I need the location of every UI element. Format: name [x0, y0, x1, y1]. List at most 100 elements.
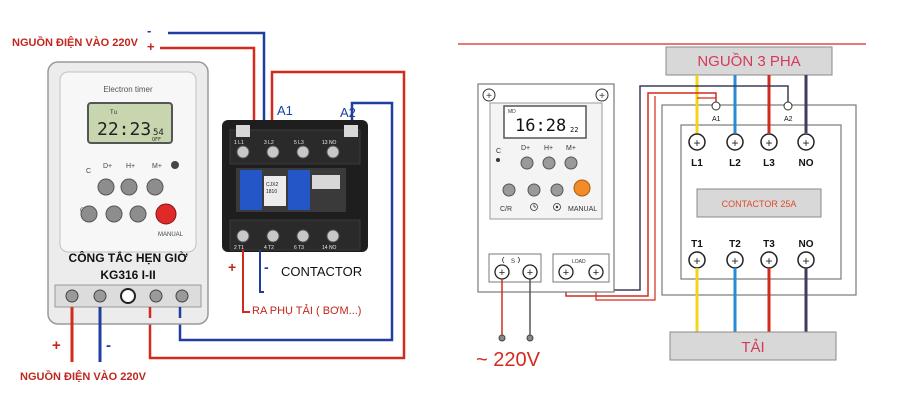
timer-button-manual[interactable] [155, 203, 177, 225]
schematic-btn-label-c: C [496, 148, 501, 155]
terminal-no-out-plus: + [802, 254, 809, 268]
wire-top-neutral [168, 31, 266, 128]
timer-button-program[interactable] [129, 205, 147, 223]
supply-bracket-icon [502, 256, 520, 264]
contactor-term-bottom-4: 14 NO [322, 245, 337, 251]
load-box [669, 331, 837, 361]
terminal-t3-label: T3 [763, 239, 775, 250]
coil-a1-label: A1 [712, 116, 721, 123]
timer-terminal-1 [65, 289, 79, 303]
lcd-day: Tu [110, 109, 118, 116]
terminal-no-out-label: NO [799, 239, 814, 250]
load-box-label: TẢI [741, 339, 764, 356]
terminal-l3-plus: + [765, 136, 772, 150]
supply-plug-neutral [526, 334, 534, 342]
schematic-button-program[interactable] [550, 183, 564, 197]
contactor-aux-block [312, 175, 340, 189]
terminal-no-in-label: NO [799, 158, 814, 169]
contactor-terminal-t3 [296, 229, 310, 243]
lcd-time: 22:23 [97, 119, 151, 140]
load-terminal-2 [588, 264, 604, 280]
wire-a2-to-timer [178, 101, 394, 342]
schematic-button-m[interactable] [564, 156, 578, 170]
timer-button-cr[interactable] [80, 205, 98, 223]
timer-led [171, 161, 179, 169]
clock-icon [530, 203, 538, 211]
terminal-l3-label: L3 [763, 158, 775, 169]
three-phase-source-box [665, 46, 833, 76]
schematic-button-manual[interactable] [573, 179, 591, 197]
btn-label-m: M+ [152, 163, 162, 170]
input-terminals: + + + + L1 L2 L3 NO [688, 133, 815, 169]
terminal-l1 [688, 133, 706, 151]
timer-terminal-3 [120, 288, 136, 304]
lcd-off: OFF [152, 137, 161, 143]
terminal-t2-label: T2 [729, 239, 741, 250]
schematic-label-cr: C/R [500, 206, 512, 213]
timer-caption-1: CÔNG TẮC HẸN GIỜ [69, 250, 189, 265]
contactor-term-top-4: 13 NO [322, 140, 337, 146]
contactor-term-top-1: 1 L1 [234, 140, 244, 146]
btn-label-d: D+ [103, 163, 112, 170]
coil-terminal-a2 [783, 101, 793, 111]
timer-button-m[interactable] [146, 178, 164, 196]
schematic-indicator-dot [496, 158, 500, 162]
contactor-model-2: 1810 [266, 189, 277, 195]
load-terminal-1 [558, 264, 574, 280]
a1-label: A1 [277, 103, 293, 118]
contactor-term-bottom-3: 6 T3 [294, 245, 304, 251]
timer-load-label: LOAD [572, 259, 586, 265]
timer-mount-screw-tr [595, 88, 609, 102]
power-bottom-plus-sign: + [52, 337, 61, 354]
wire-load-live [242, 250, 250, 313]
schematic-button-cr[interactable] [502, 183, 516, 197]
terminal-l2-plus: + [731, 136, 738, 150]
contactor-name-box [696, 188, 822, 218]
schematic-btn-label-d: D+ [521, 145, 530, 152]
timer-lcd [87, 102, 173, 144]
contactor-screw-a1 [236, 125, 250, 137]
left-photo-panel: NGUỒN ĐIỆN VÀO 220V - + Electron timer T… [12, 23, 406, 383]
timer-button-h[interactable] [120, 178, 138, 196]
program-icon [553, 203, 561, 211]
schematic-lcd-md: MD [508, 109, 516, 115]
contactor-terminal-no [326, 145, 340, 159]
contactor-inner-frame [680, 124, 842, 280]
timer-terminal-5 [175, 289, 189, 303]
timer-mount-screw-tl [482, 88, 496, 102]
contactor-model-plate [264, 176, 286, 206]
timer-button-clock[interactable] [105, 205, 123, 223]
wire-coil-a1 [565, 92, 717, 297]
contactor-top-terminals [229, 129, 361, 165]
contactor-terminal-t2 [266, 229, 280, 243]
timer-mount-screw-tr-plus: + [599, 91, 605, 102]
schematic-lcd [503, 105, 587, 139]
contactor-plus-sign: + [228, 259, 236, 275]
load-output-label: RA PHỤ TẢI ( BƠM...) [252, 304, 361, 317]
load-terminal-1-plus: + [563, 267, 569, 279]
contactor-outer-frame [661, 104, 857, 296]
power-input-label-top: NGUỒN ĐIỆN VÀO 220V [12, 36, 139, 49]
terminal-t3-plus: + [765, 254, 772, 268]
schematic-btn-label-h: H+ [544, 145, 553, 152]
timer-button-d[interactable] [97, 178, 115, 196]
contactor-screw-a2 [344, 125, 358, 137]
output-terminals: T1 T2 T3 NO + + + + [688, 239, 815, 269]
load-terminal-2-plus: + [593, 267, 599, 279]
power-bottom-minus-sign: - [106, 337, 111, 354]
btn-label-manual: MANUAL [158, 232, 184, 238]
contactor-terminal-l1 [236, 145, 250, 159]
schematic-button-clock[interactable] [527, 183, 541, 197]
terminal-no-in-plus: + [802, 136, 809, 150]
schematic-label-manual: MANUAL [568, 206, 597, 213]
three-phase-source-label: NGUỒN 3 PHA [697, 52, 800, 70]
wire-top-live [160, 46, 256, 128]
wire-load-neutral [259, 250, 264, 293]
power-top-minus-sign: - [147, 23, 151, 38]
btn-label-h: H+ [126, 163, 135, 170]
schematic-button-h[interactable] [542, 156, 556, 170]
terminal-t2-plus: + [731, 254, 738, 268]
schematic-button-d[interactable] [520, 156, 534, 170]
